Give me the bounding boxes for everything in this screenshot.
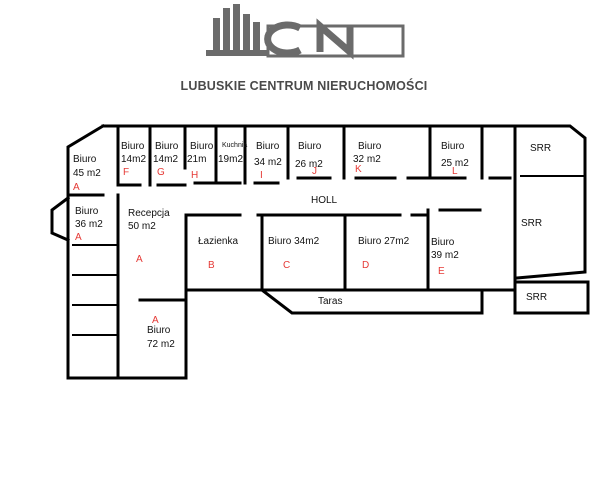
room-mark-d: D bbox=[362, 260, 369, 271]
room-label-h-l2: 21m bbox=[187, 154, 206, 165]
room-label-45-l1: Biuro bbox=[73, 154, 97, 165]
area-label-taras: Taras bbox=[318, 296, 342, 307]
room-label-c: Biuro 34m2 bbox=[268, 236, 320, 247]
room-mark-36: A bbox=[75, 232, 82, 243]
room-label-recepcja-l2: 50 m2 bbox=[128, 221, 156, 232]
room-mark-45: A bbox=[73, 182, 80, 193]
room-label-k-l1: Biuro bbox=[358, 141, 382, 152]
room-mark-l: L bbox=[452, 166, 458, 177]
room-label-e-l1: Biuro bbox=[431, 237, 455, 248]
room-label-36-l2: 36 m2 bbox=[75, 219, 103, 230]
room-mark-72: A bbox=[152, 315, 159, 326]
room-label-36-l1: Biuro bbox=[75, 206, 99, 217]
area-label-holl: HOLL bbox=[311, 195, 338, 206]
walls bbox=[50, 123, 590, 380]
room-label-srr-2: SRR bbox=[521, 218, 542, 229]
room-label-g-l1: Biuro bbox=[155, 141, 179, 152]
room-mark-recepcja: A bbox=[136, 254, 143, 265]
room-labels: Biuro 45 m2 A Biuro 14m2 F Biuro 14m2 G … bbox=[73, 141, 551, 350]
room-mark-f: F bbox=[123, 167, 129, 178]
room-label-k-l2: 32 m2 bbox=[353, 154, 381, 165]
room-label-f-l2: 14m2 bbox=[121, 154, 146, 165]
room-label-l-l1: Biuro bbox=[441, 141, 465, 152]
room-label-f-l1: Biuro bbox=[121, 141, 145, 152]
lcn-logo bbox=[206, 4, 405, 60]
room-label-kuchnia-l2: 19m2 bbox=[218, 154, 243, 165]
room-label-72-l1: Biuro bbox=[147, 325, 171, 336]
room-mark-e: E bbox=[438, 266, 445, 277]
room-label-l-l2: 25 m2 bbox=[441, 158, 469, 169]
room-label-i-l1: Biuro bbox=[256, 141, 280, 152]
room-label-h-l1: Biuro bbox=[190, 141, 214, 152]
room-label-kuchnia-l1: Kuchnia bbox=[222, 142, 247, 149]
room-label-45-l2: 45 m2 bbox=[73, 168, 101, 179]
room-label-srr-1: SRR bbox=[530, 143, 551, 154]
room-label-j-l1: Biuro bbox=[298, 141, 322, 152]
room-label-g-l2: 14m2 bbox=[153, 154, 178, 165]
brand-name: LUBUSKIE CENTRUM NIERUCHOMOŚCI bbox=[181, 78, 428, 93]
room-label-j-l2: 26 m2 bbox=[295, 159, 323, 170]
room-label-recepcja-l1: Recepcja bbox=[128, 208, 170, 219]
room-mark-b: B bbox=[208, 260, 215, 271]
room-mark-c: C bbox=[283, 260, 290, 271]
room-mark-h: H bbox=[191, 170, 198, 181]
room-label-i-l2: 34 m2 bbox=[254, 157, 282, 168]
room-mark-j: J bbox=[312, 166, 317, 177]
room-label-72-l2: 72 m2 bbox=[147, 339, 175, 350]
room-label-e-l2: 39 m2 bbox=[431, 250, 459, 261]
room-mark-i: I bbox=[260, 170, 263, 181]
room-label-srr-3: SRR bbox=[526, 292, 547, 303]
room-mark-g: G bbox=[157, 167, 165, 178]
room-mark-k: K bbox=[355, 164, 362, 175]
room-label-lazienka: Łazienka bbox=[198, 236, 238, 247]
room-label-d: Biuro 27m2 bbox=[358, 236, 410, 247]
